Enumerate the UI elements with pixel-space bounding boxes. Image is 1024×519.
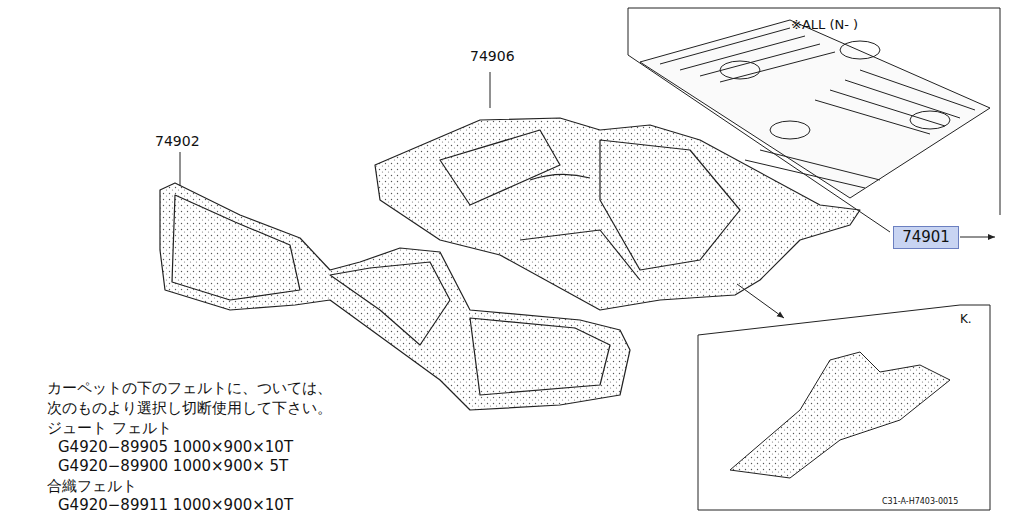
note-text: カーペットの下のフェルトに、ついては、 bbox=[47, 380, 332, 397]
note-text: 次のものより選択し切断使用して下さい。 bbox=[47, 400, 332, 417]
note-heading: 合織フェルト bbox=[47, 478, 137, 495]
inset-box: ※ALL (N- ) bbox=[777, 10, 1000, 40]
callout-number: 74906 bbox=[470, 48, 515, 64]
node-text: K. bbox=[960, 313, 972, 327]
part-spec: G4920−89900 1000×900× 5T bbox=[58, 458, 288, 475]
part-spec: G4920−89905 1000×900×10T bbox=[58, 439, 293, 456]
node-text: ※ALL (N- ) bbox=[791, 18, 858, 33]
callout-number: 74902 bbox=[155, 133, 200, 149]
note-heading: ジュート フェルト bbox=[47, 420, 172, 437]
part-spec: G4920−89911 1000×900×10T bbox=[58, 497, 293, 514]
node-text: 74901 bbox=[894, 229, 958, 246]
detail-box: K. bbox=[698, 305, 990, 510]
part-number-box: 74901 bbox=[893, 226, 959, 249]
diagram-code: C31-A-H7403-0015 bbox=[882, 497, 958, 506]
